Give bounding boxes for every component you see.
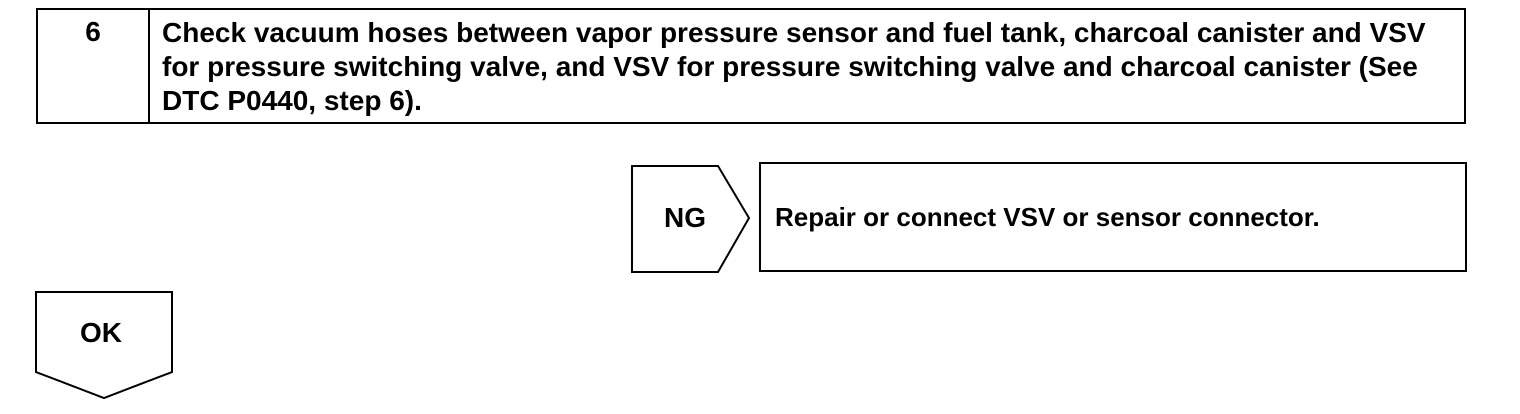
ng-label: NG [664, 202, 706, 233]
ng-result-box: Repair or connect VSV or sensor connecto… [759, 162, 1467, 272]
step-number: 6 [38, 10, 150, 122]
ng-result-text: Repair or connect VSV or sensor connecto… [775, 201, 1320, 232]
step-instruction: Check vacuum hoses between vapor pressur… [162, 17, 1426, 116]
ok-label: OK [80, 317, 122, 348]
step-box: 6 Check vacuum hoses between vapor press… [36, 8, 1466, 124]
